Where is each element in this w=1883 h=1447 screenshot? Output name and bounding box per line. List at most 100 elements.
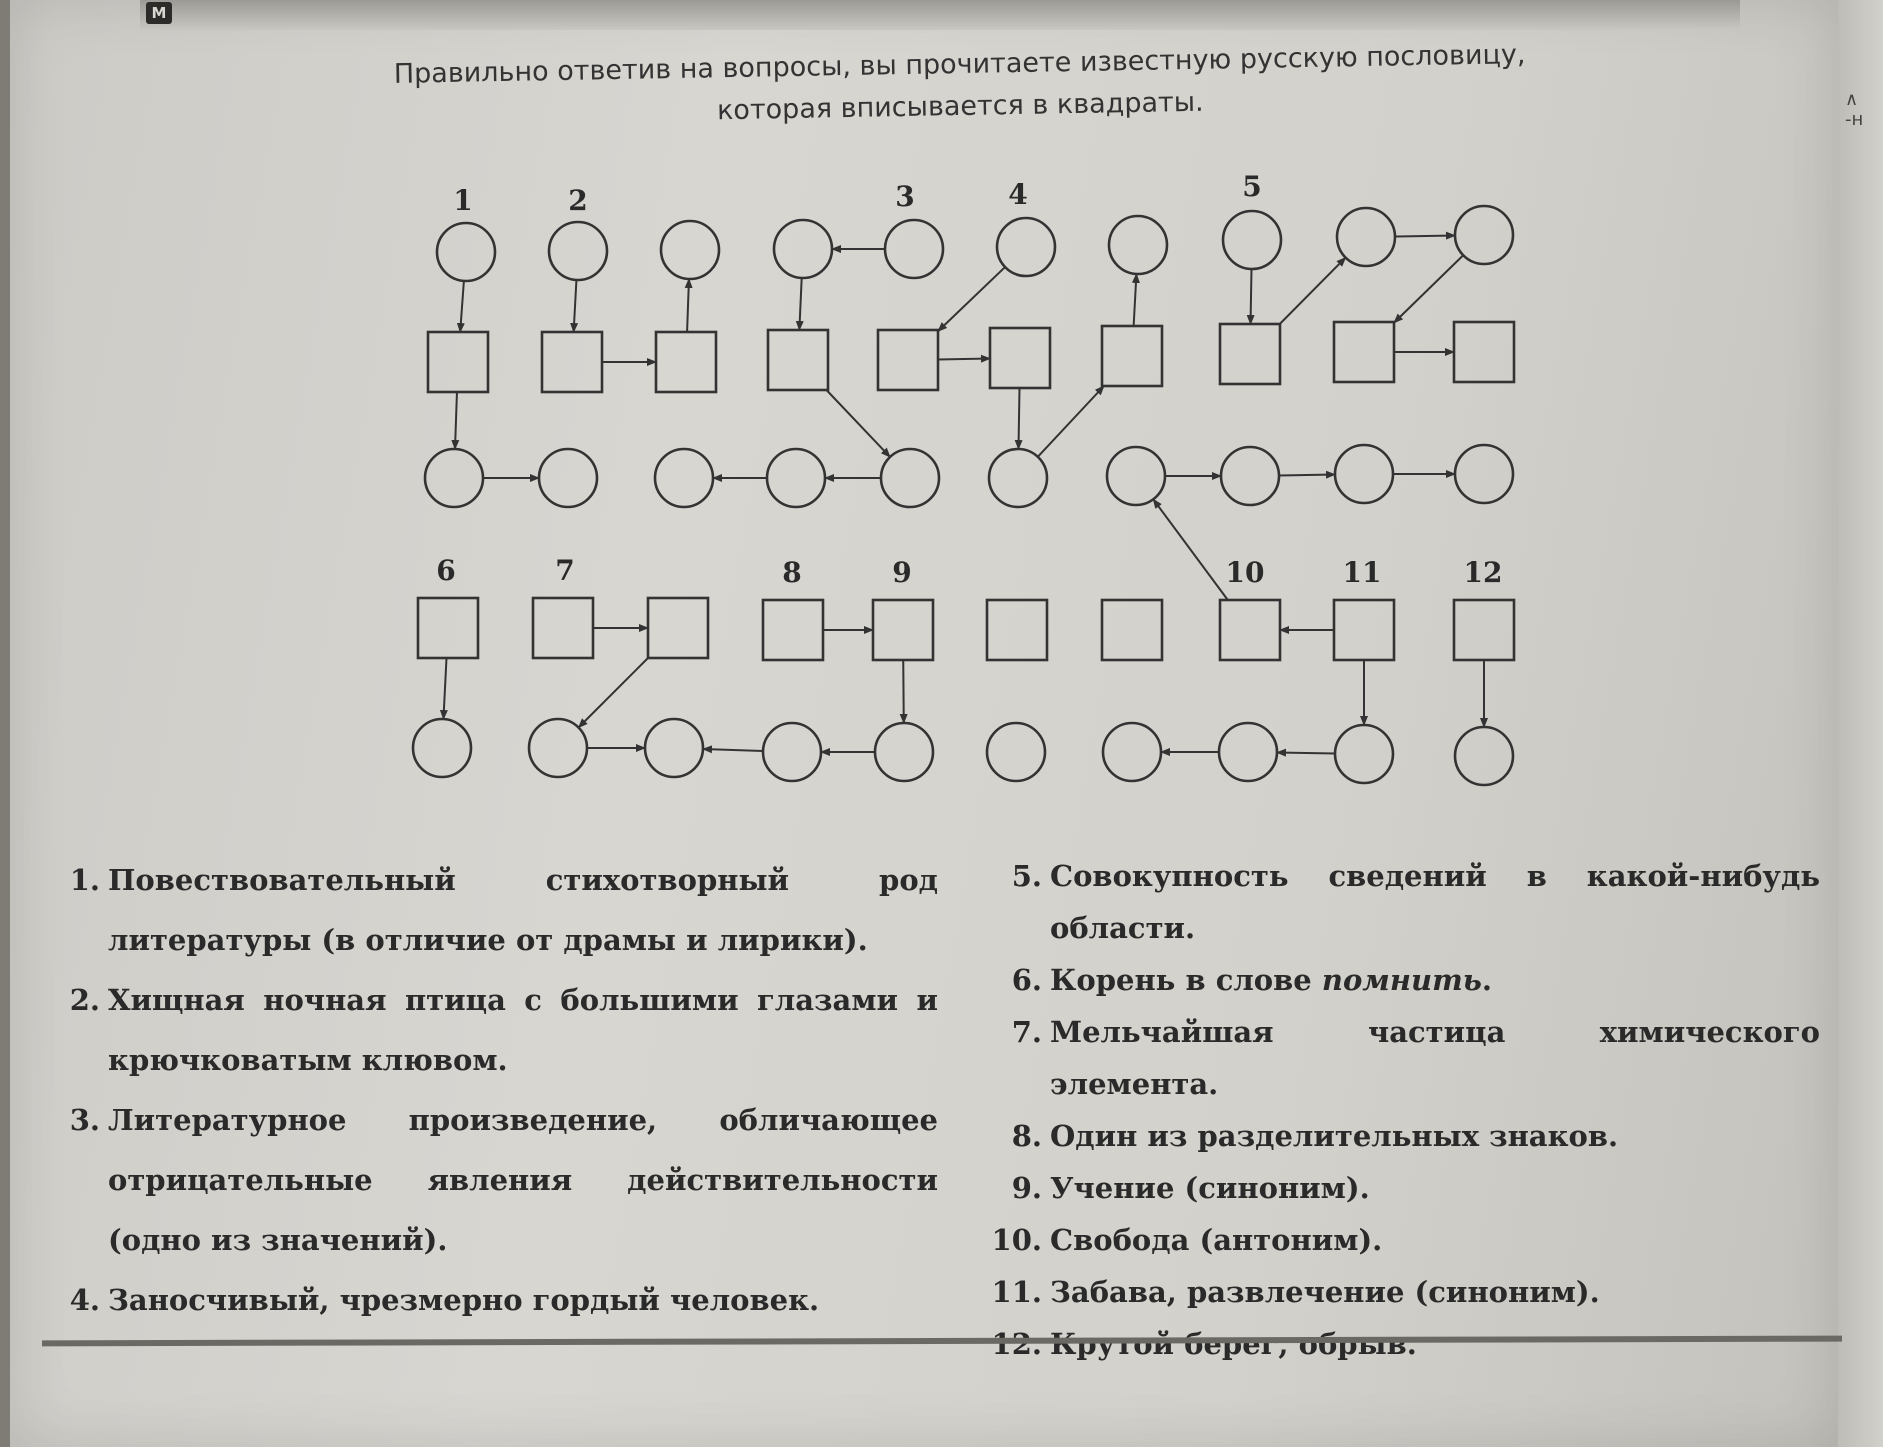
diagram-circle: [879, 447, 941, 509]
diagram-arrow: [701, 745, 764, 754]
diagram-circle: [435, 221, 497, 283]
question-8: 8. Один из разделительных знаков.: [1011, 1119, 1619, 1153]
diagram-arrow: [1394, 231, 1457, 240]
diagram-label-8: 8: [782, 556, 801, 589]
diagram-arrow: [570, 279, 579, 333]
diagram-circle: [987, 447, 1049, 509]
diagram-circle: [537, 447, 599, 509]
question-10: 10. Свобода (антоним).: [991, 1223, 1383, 1257]
diagram-square: [426, 330, 490, 394]
diagram-circle: [643, 717, 705, 779]
question-3: 3. Литературное произведение, обличающее…: [69, 1103, 938, 1257]
publisher-logo: М: [146, 2, 172, 24]
top-band: [140, 0, 1740, 30]
diagram-circle: [1107, 214, 1169, 276]
diagram-label-2: 2: [568, 184, 587, 217]
page: [10, 0, 1838, 1447]
diagram-arrow: [1131, 272, 1140, 327]
diagram-label-11: 11: [1343, 556, 1382, 589]
facing-page-marks: ∧ -н: [1845, 89, 1864, 130]
diagram-square: [1100, 324, 1164, 388]
diagram-arrow: [1393, 254, 1464, 324]
diagram-circle: [527, 717, 589, 779]
diagram-arrow: [439, 657, 448, 721]
diagram-circle: [411, 717, 473, 779]
diagram-arrow: [937, 354, 991, 363]
diagram-arrow: [456, 280, 465, 333]
diagram-circle: [1335, 206, 1397, 268]
diagram-square: [654, 330, 718, 394]
diagram-square: [540, 330, 604, 394]
diagram-arrow: [1246, 268, 1255, 325]
diagram-square: [531, 596, 595, 660]
diagram-arrow: [1014, 387, 1023, 451]
question-1: 1. Повествовательный стихотворный род ли…: [69, 863, 938, 957]
diagram-square: [1100, 598, 1164, 662]
diagram-square: [1218, 598, 1282, 662]
diagram-square: [416, 596, 480, 660]
diagram-circle: [995, 216, 1057, 278]
diagram-circle: [761, 721, 823, 783]
diagram-arrow: [1278, 470, 1337, 479]
diagram-square: [1218, 322, 1282, 386]
diagram-label-12: 12: [1464, 556, 1503, 589]
diagram-label-3: 3: [895, 180, 914, 213]
diagram-square: [1332, 320, 1396, 384]
diagram-circle: [1333, 443, 1395, 505]
diagram-circle: [653, 447, 715, 509]
diagram-circle: [883, 218, 945, 280]
diagram-label-5: 5: [1242, 170, 1261, 203]
diagram-arrow: [684, 277, 693, 333]
diagram-square: [871, 598, 935, 662]
questions-right-column: 5. Совокупность сведений в какой-нибудь …: [990, 850, 1820, 1370]
diagram-circle: [1453, 204, 1515, 266]
diagram-arrow: [451, 391, 460, 451]
diagram-label-6: 6: [436, 554, 455, 587]
question-2: 2. Хищная ночная птица с большими глазам…: [69, 983, 938, 1077]
diagram-square: [1452, 320, 1516, 384]
diagram-circle: [985, 721, 1047, 783]
diagram-square: [876, 328, 940, 392]
diagram-circle: [1105, 445, 1167, 507]
diagram-arrow: [1152, 498, 1229, 601]
diagram-square: [1332, 598, 1396, 662]
question-4: 4. Заносчивый, чрезмерно гордый человек.: [69, 1283, 820, 1317]
diagram-arrow: [899, 659, 908, 725]
diagram-square: [988, 326, 1052, 390]
question-11: 11. Забава, развлечение (синоним).: [991, 1275, 1600, 1309]
diagram-circle: [772, 218, 834, 280]
diagram-circle: [1101, 721, 1163, 783]
diagram-square: [985, 598, 1049, 662]
question-9: 9. Учение (синоним).: [1011, 1171, 1370, 1205]
diagram-arrow: [577, 657, 649, 729]
diagram-square: [761, 598, 825, 662]
diagram-square: [1452, 598, 1516, 662]
diagram-circle: [765, 447, 827, 509]
diagram-circle: [873, 721, 935, 783]
question-6: 6. Корень в слове помнить.: [1011, 963, 1493, 997]
diagram-label-9: 9: [892, 556, 911, 589]
diagram-square: [646, 596, 710, 660]
question-12: 12. Крутой берег, обрыв.: [991, 1327, 1417, 1361]
facing-page-edge: [1838, 0, 1883, 1447]
questions-left-column: 1. Повествовательный стихотворный род ли…: [48, 850, 938, 1330]
diagram-label-10: 10: [1226, 556, 1265, 589]
diagram-circle: [1217, 721, 1279, 783]
diagram-arrow: [1037, 385, 1105, 458]
diagram-circle: [547, 220, 609, 282]
question-7: 7. Мельчайшая частица химического элемен…: [1011, 1015, 1820, 1101]
diagram-arrow: [1275, 748, 1336, 757]
diagram-circle: [423, 447, 485, 509]
diagram-arrow: [825, 389, 891, 458]
diagram-circle: [659, 219, 721, 281]
diagram-square: [766, 328, 830, 392]
diagram-label-1: 1: [453, 184, 472, 217]
diagram-label-4: 4: [1008, 178, 1027, 211]
question-5: 5. Совокупность сведений в какой-нибудь …: [1011, 859, 1820, 945]
diagram-arrow: [795, 277, 804, 331]
diagram-circle: [1221, 209, 1283, 271]
diagram-circle: [1219, 445, 1281, 507]
diagram-circle: [1333, 723, 1395, 785]
diagram-arrow: [937, 266, 1006, 332]
